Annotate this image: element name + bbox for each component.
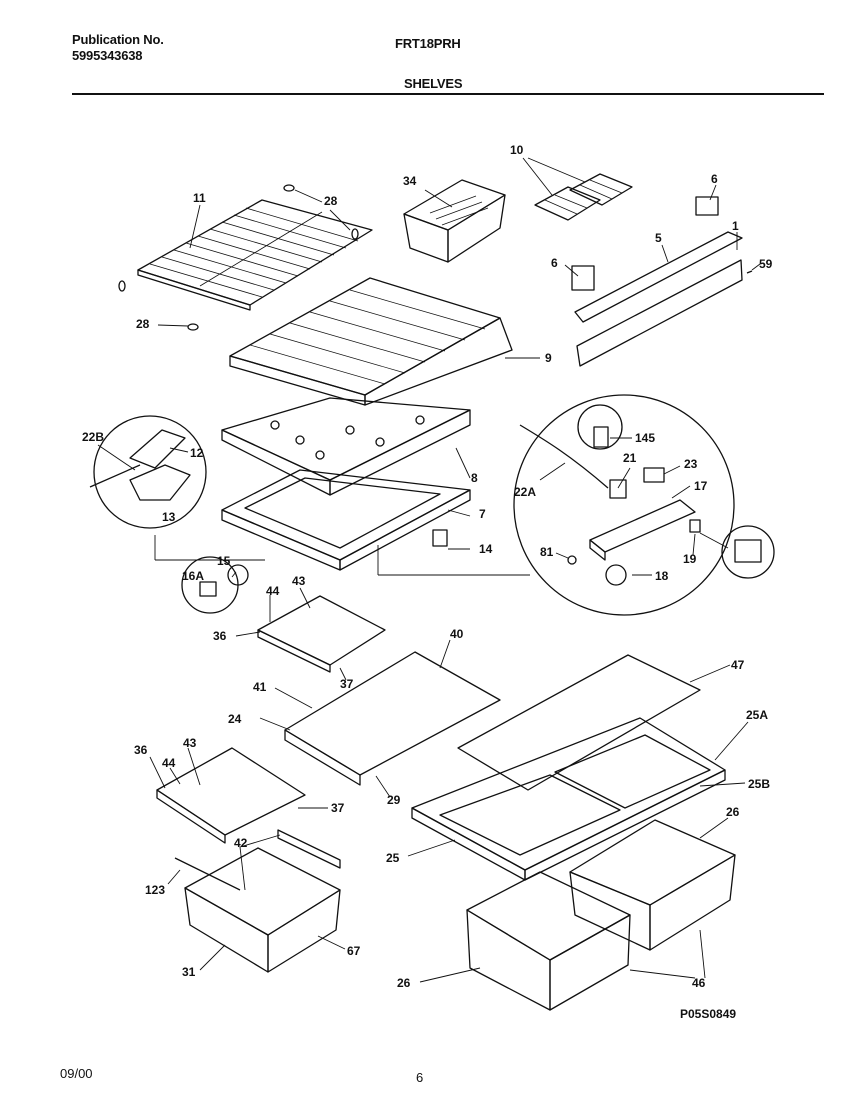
inset-circle-damper <box>93 415 207 529</box>
crisper-glass-47 <box>457 654 701 791</box>
callout: 40 <box>450 627 464 641</box>
publication-number: 5995343638 <box>72 48 143 63</box>
drawer-26-right <box>569 819 736 951</box>
shelf-clip <box>283 184 295 192</box>
callout: 34 <box>403 174 417 188</box>
model-number: FRT18PRH <box>395 36 461 51</box>
tray-8 <box>221 397 471 496</box>
rod-123 <box>174 857 241 891</box>
callout: 43 <box>183 736 197 750</box>
screw-59 <box>746 270 753 274</box>
bracket-6 <box>695 196 719 216</box>
section-title: SHELVES <box>404 76 463 91</box>
callout: 37 <box>340 677 354 691</box>
figure-code: P05S0849 <box>680 1007 736 1021</box>
callout: 26 <box>726 805 740 819</box>
callout: 29 <box>387 793 401 807</box>
callout: 28 <box>324 194 338 208</box>
callout: 11 <box>193 191 206 205</box>
page-number: 6 <box>416 1070 424 1085</box>
callout: 123 <box>145 883 165 897</box>
callout: 21 <box>623 451 637 465</box>
callout: 44 <box>266 584 280 598</box>
bracket-6 <box>571 265 595 291</box>
cover-7 <box>221 469 471 571</box>
inset-circle-switch <box>721 525 775 579</box>
callout: 25 <box>386 851 400 865</box>
callout: 18 <box>655 569 669 583</box>
callout: 36 <box>134 743 148 757</box>
callout: 37 <box>331 801 345 815</box>
shelf-clip <box>187 323 199 331</box>
callout: 46 <box>692 976 706 990</box>
callout: 145 <box>635 431 655 445</box>
glass-shelf-40 <box>284 651 501 786</box>
drawer-31 <box>184 847 341 973</box>
callout: 10 <box>510 143 524 157</box>
callout: 22B <box>82 430 104 444</box>
callout: 15 <box>217 554 231 568</box>
callout: 42 <box>234 836 248 850</box>
callout: 28 <box>136 317 150 331</box>
callout: 81 <box>540 545 554 559</box>
callout: 22A <box>514 485 536 499</box>
callout: 5 <box>655 231 662 245</box>
egg-tray-10 <box>534 173 633 221</box>
callout: 24 <box>228 712 242 726</box>
inset-circle-control <box>513 394 735 616</box>
crisper-cover-25 <box>411 717 726 881</box>
callout: 6 <box>711 172 718 186</box>
header-rule <box>72 93 824 95</box>
glass-shelf-43 <box>257 595 386 673</box>
glass-shelf-43-lower <box>156 747 306 844</box>
callout: 36 <box>213 629 227 643</box>
callout: 25B <box>748 777 770 791</box>
callout: 31 <box>182 965 196 979</box>
exploded-parts-diagram: 11 28 28 34 10 6 5 1 59 6 9 8 22B 12 13 … <box>82 143 775 1021</box>
publication-label: Publication No. <box>72 32 164 47</box>
shelf-frame-9 <box>229 277 513 406</box>
callout: 19 <box>683 552 697 566</box>
callout: 14 <box>479 542 493 556</box>
callout: 59 <box>759 257 773 271</box>
callout: 7 <box>479 507 486 521</box>
damper-assembly <box>89 429 191 501</box>
ice-basket-34 <box>403 179 506 263</box>
callout: 25A <box>746 708 768 722</box>
callout: 6 <box>551 256 558 270</box>
callout: 26 <box>397 976 411 990</box>
callout: 1 <box>732 219 739 233</box>
callout: 12 <box>190 446 204 460</box>
rail-5 <box>574 231 743 323</box>
callout: 13 <box>162 510 176 524</box>
callout: 23 <box>684 457 698 471</box>
callout: 8 <box>471 471 478 485</box>
clip-14 <box>432 529 448 547</box>
footer-date: 09/00 <box>60 1066 93 1081</box>
control-assembly <box>519 424 701 586</box>
callout: 67 <box>347 944 361 958</box>
shelf-clip <box>351 228 359 240</box>
callout: 17 <box>694 479 708 493</box>
callout: 44 <box>162 756 176 770</box>
callout-labels: 11 28 28 34 10 6 5 1 59 6 9 8 22B 12 13 … <box>82 143 773 1021</box>
inset-circle-thermostat <box>577 404 623 450</box>
switch-19 <box>734 539 762 563</box>
callout: 9 <box>545 351 552 365</box>
wire-shelf-11 <box>137 199 373 311</box>
shelf-clip <box>118 280 126 292</box>
callout: 47 <box>731 658 745 672</box>
callout: 41 <box>253 680 267 694</box>
socket-16A <box>199 581 217 597</box>
callout: 16A <box>182 569 204 583</box>
rail-1 <box>576 259 743 367</box>
bulb-15 <box>227 564 249 586</box>
drawer-26-left <box>466 871 631 1011</box>
callout: 43 <box>292 574 306 588</box>
